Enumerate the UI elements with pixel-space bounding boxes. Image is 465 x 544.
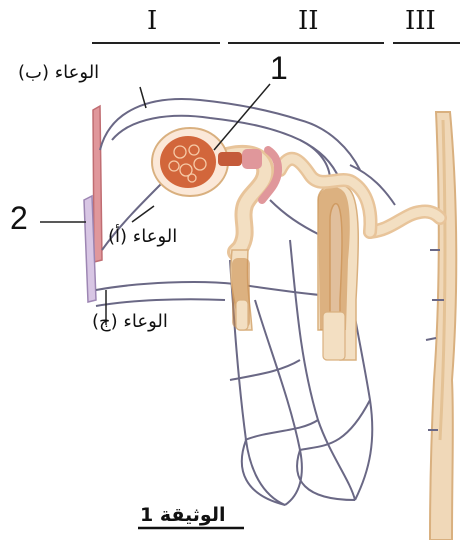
vessel-c-label: الوعاء (ج) xyxy=(92,311,168,332)
left-vessel xyxy=(84,106,102,302)
vessel-a-label: الوعاء (أ) xyxy=(108,226,177,247)
vessel-b-label: الوعاء (ب) xyxy=(18,62,99,83)
glomerulus xyxy=(152,128,262,196)
document-caption: الوثيقة 1 xyxy=(140,504,226,526)
collecting-duct xyxy=(370,112,456,540)
section-label-iii: III xyxy=(405,6,436,36)
number-1-label: 1 xyxy=(270,50,288,87)
section-label-i: I xyxy=(147,6,157,36)
section-label-ii: II xyxy=(298,6,319,36)
number-2-label: 2 xyxy=(10,200,28,237)
